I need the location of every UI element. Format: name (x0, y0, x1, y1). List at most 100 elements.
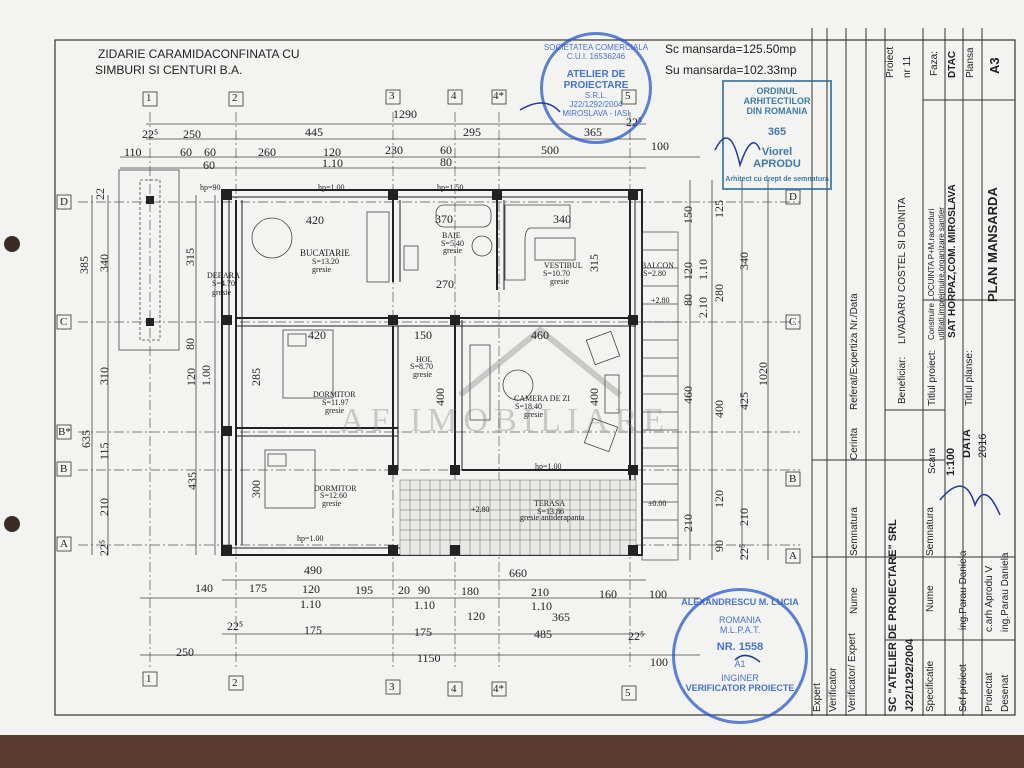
stamp-text: DIN ROMANIA (746, 106, 808, 116)
dimension-text: 490 (304, 563, 322, 577)
stamp-text: PROIECTARE (563, 80, 629, 91)
room-name: TERASA (534, 499, 566, 508)
interior-dim: 150 (414, 328, 432, 342)
dimension-text: 295 (463, 125, 481, 139)
dimension-text: 60 (204, 145, 216, 159)
stamp-text: NR. 1558 (716, 641, 764, 653)
stamp-text: INGINER (721, 673, 759, 683)
axis-label: 5 (625, 687, 631, 699)
stamp-text: S.R.L. (584, 91, 608, 100)
dimension-text: 110 (124, 145, 142, 159)
dimension-text: 22⁵ (142, 127, 159, 141)
stamp-text: VERIFICATOR PROIECTE (685, 683, 795, 693)
axis-label: B* (58, 426, 71, 438)
level-mark: +2.80 (471, 505, 490, 514)
axis-label: D (60, 196, 68, 208)
room-name: CAMERA DE ZI (514, 394, 570, 403)
room-area: S=13.86 (537, 507, 564, 516)
dimension-text: 1.10 (322, 156, 343, 170)
interior-dim: 420 (306, 213, 324, 227)
dimension-text: 160 (599, 587, 617, 601)
axis-label: B (789, 473, 797, 485)
room-area: S=11.97 (322, 398, 349, 407)
dimension-text: 1.10 (300, 597, 321, 611)
dimension-text: 195 (355, 583, 373, 597)
dimension-text: 260 (258, 145, 276, 159)
axis-label: 4* (493, 683, 504, 695)
stamp-text: Arhitect cu drept de semnatura (725, 176, 829, 183)
stamp-text: SOCIETATEA COMERCIALA (543, 43, 649, 52)
watermark: AF IMOBILIARE (340, 402, 671, 439)
stamp-text: ORDINUL ARHITECTILOR (743, 86, 811, 106)
room-area: S=10.70 (543, 269, 570, 278)
axis-label: 2 (232, 92, 238, 104)
axis-label: A (789, 550, 797, 562)
dimension-text: 250 (176, 645, 194, 659)
axis-label: 3 (389, 90, 395, 102)
interior-dim: 460 (531, 328, 549, 342)
window-height: hp=1.00 (318, 183, 345, 192)
room-name: DEBARA (207, 271, 240, 280)
su-mansarda: Su mansarda=102.33mp (665, 63, 797, 77)
room-floor: gresie antiderapanta (520, 513, 585, 522)
axis-label: C (789, 316, 797, 328)
dimension-text: 175 (414, 625, 432, 639)
stamp-text: ROMANIA (718, 615, 761, 625)
room-name: BAIE (442, 231, 461, 240)
room-area: S=13.20 (312, 257, 339, 266)
axis-label: 1 (146, 673, 152, 685)
stamp-text: A1 (734, 659, 746, 669)
structure-note-line2: SIMBURI SI CENTURI B.A. (95, 63, 243, 77)
dimension-text: 20 (398, 583, 410, 597)
window-height: hp=1.00 (297, 534, 324, 543)
axis-label: 2 (232, 677, 238, 689)
stamp-text: 365 (767, 126, 787, 138)
right-stair (641, 231, 679, 561)
dimension-text: 250 (183, 127, 201, 141)
stamp-text: Viorel (761, 146, 793, 158)
dimension-text: 100 (651, 139, 669, 153)
interior-dim: 370 (435, 212, 453, 226)
room-name: BUCATARIE (300, 248, 350, 258)
room-floor: gresie (413, 370, 433, 379)
room-floor: gresie (312, 265, 332, 274)
axis-label: A (60, 538, 68, 550)
dimension-text: 140 (195, 581, 213, 595)
axis-label: B (60, 463, 68, 475)
axis-label: 4 (451, 683, 457, 695)
room-name: DORMITOR (314, 484, 357, 493)
title-block-grid (811, 28, 1015, 716)
interior-dim: 340 (553, 212, 571, 226)
dimension-text: 445 (305, 125, 323, 139)
interior-dim: 420 (308, 328, 326, 342)
room-floor: gresie (443, 246, 463, 255)
room-area: S=8.70 (410, 362, 433, 371)
stamp-text: ALEXANDRESCU M. LUCIA (681, 597, 799, 607)
stamp-text: MIROSLAVA - IASI (562, 109, 630, 118)
table-surface (0, 735, 1024, 768)
dimension-text: 1290 (393, 107, 417, 121)
dimension-text: 60 (180, 145, 192, 159)
dimension-text: 80 (440, 155, 452, 169)
dimension-text: 175 (249, 581, 267, 595)
stamp-text: J22/1292/2004 (569, 100, 623, 109)
room-floor: gresie (524, 410, 544, 419)
room-name: HOL (416, 355, 433, 364)
room-name: VESTIBUL (544, 261, 583, 270)
room-area: S=5.40 (441, 239, 464, 248)
dimension-text: 230 (385, 143, 403, 157)
stamp-text: APRODU (753, 158, 801, 170)
terrace-tiles (399, 479, 637, 556)
stamp-text: M.L.P.A.T. (719, 625, 761, 635)
dimension-text: 175 (304, 623, 322, 637)
dimension-text: 90 (418, 583, 430, 597)
architects-stamp: ORDINUL ARHITECTILOR DIN ROMANIA 365 Vio… (722, 80, 832, 190)
window-height: hp=1.00 (535, 462, 562, 471)
company-stamp: SOCIETATEA COMERCIALA C.U.I. 16536246 AT… (540, 32, 652, 144)
dimension-text: 500 (541, 143, 559, 157)
columns (146, 190, 638, 555)
dimension-text: 120 (302, 582, 320, 596)
structure-note-line1: ZIDARIE CARAMIDACONFINATA CU (98, 47, 300, 61)
